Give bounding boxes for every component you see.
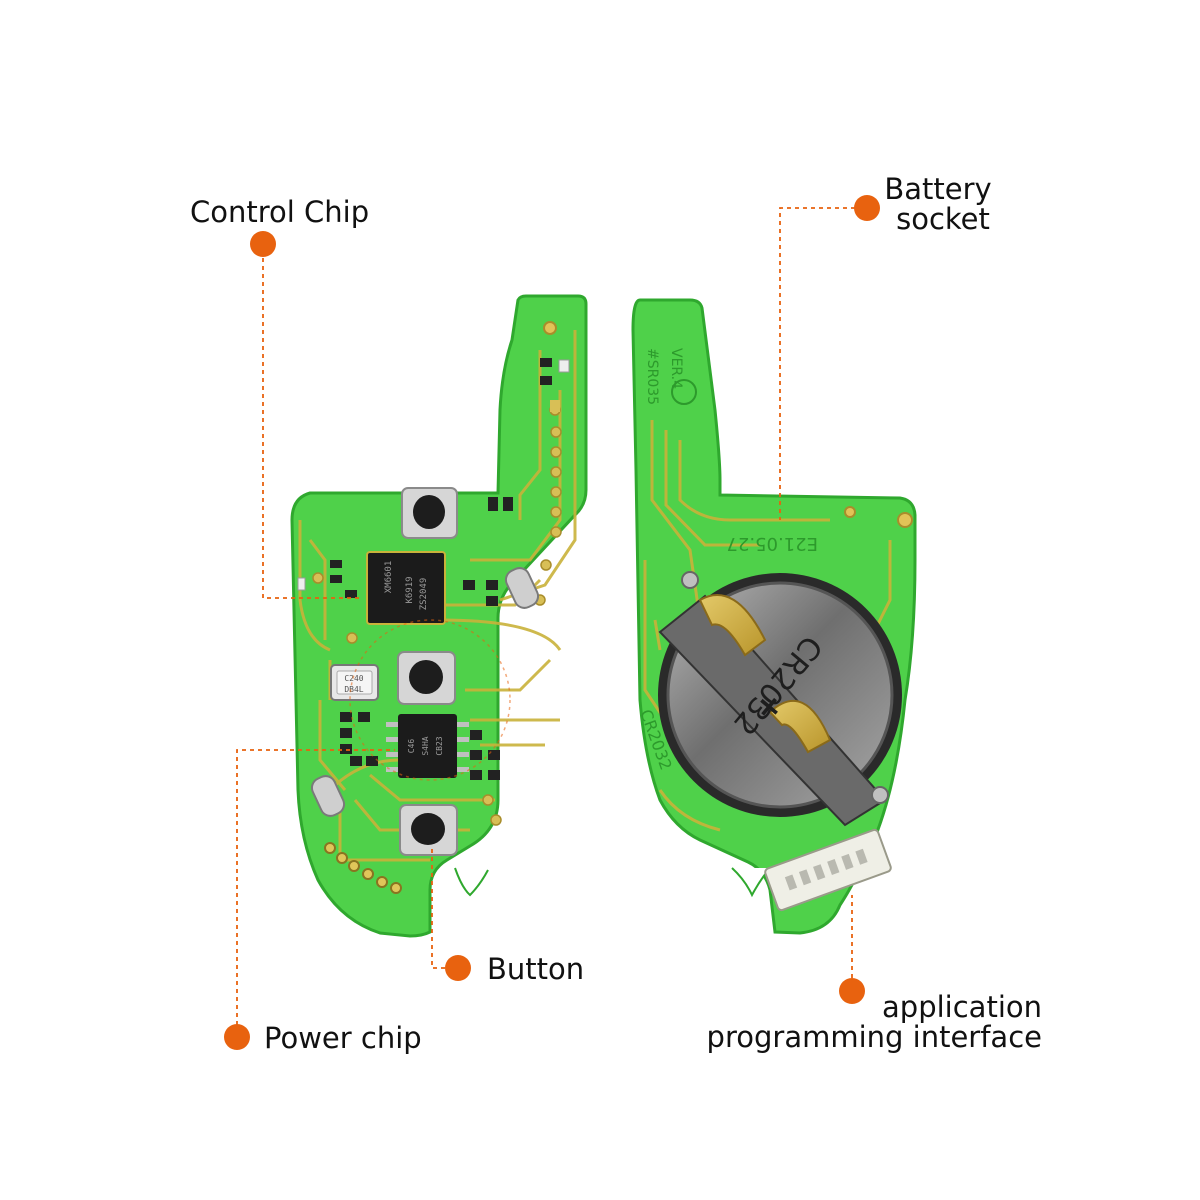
power-chip-leader	[236, 749, 395, 1025]
left-board-programming-pads	[324, 842, 402, 894]
control-chip-label: Control Chip	[190, 195, 370, 229]
power-chip-marking-1: C46	[407, 739, 416, 754]
tact-button-top	[401, 487, 458, 539]
power-chip-dot	[224, 1024, 250, 1050]
model-marking: #SR035	[644, 348, 660, 405]
battery-socket-dot	[854, 195, 880, 221]
right-pcb-board: #SR035 VER.4 E21.05.27 CR2032 CR2032 +	[631, 298, 917, 935]
board-logo-icon	[671, 379, 697, 405]
battery-socket-label-line1: Battery	[884, 172, 992, 206]
control-chip-dot	[250, 231, 276, 257]
callout-dots	[224, 195, 880, 1050]
crystal-oscillator: C240 DB4L	[330, 664, 379, 701]
button-dot	[445, 955, 471, 981]
battery-socket-leader	[779, 207, 855, 520]
power-chip-marking-2: S4HA	[421, 736, 430, 755]
control-chip-marking-3: ZS2049	[419, 578, 429, 611]
button-label: Button	[487, 952, 585, 986]
date-code-marking: E21.05.27	[726, 533, 818, 554]
led-part-top	[504, 567, 540, 609]
control-chip-marking-2: K6919	[405, 576, 415, 603]
control-chip-leader	[262, 250, 360, 599]
api-label-line2: programming interface	[706, 1020, 1042, 1054]
led-part-bottom	[310, 775, 346, 817]
crystal-marking-1: C240	[344, 674, 363, 683]
api-label-line1: application	[882, 990, 1042, 1024]
control-chip: XM6601 K6919 ZS2049	[366, 551, 446, 625]
version-marking: VER.4	[668, 348, 684, 389]
callout-lines	[236, 207, 855, 1025]
button-highlight-ring	[349, 619, 511, 781]
control-chip-marking-1: XM6601	[384, 561, 394, 594]
tact-button-middle	[397, 651, 456, 705]
tact-button-bottom	[399, 804, 458, 856]
power-chip: C46 S4HA CB23	[386, 714, 469, 778]
battery-socket: CR2032 +	[658, 573, 902, 827]
left-board-smd-parts	[297, 358, 570, 780]
left-board-pads	[312, 404, 562, 826]
left-pcb-board: XM6601 K6919 ZS2049 C240 DB4L	[290, 294, 588, 938]
api-dot	[839, 978, 865, 1004]
crystal-marking-2: DB4L	[344, 685, 363, 694]
power-chip-label: Power chip	[264, 1021, 422, 1055]
programming-connector	[764, 828, 892, 912]
power-chip-marking-3: CB23	[435, 736, 444, 755]
battery-socket-label-line2: socket	[896, 202, 990, 236]
